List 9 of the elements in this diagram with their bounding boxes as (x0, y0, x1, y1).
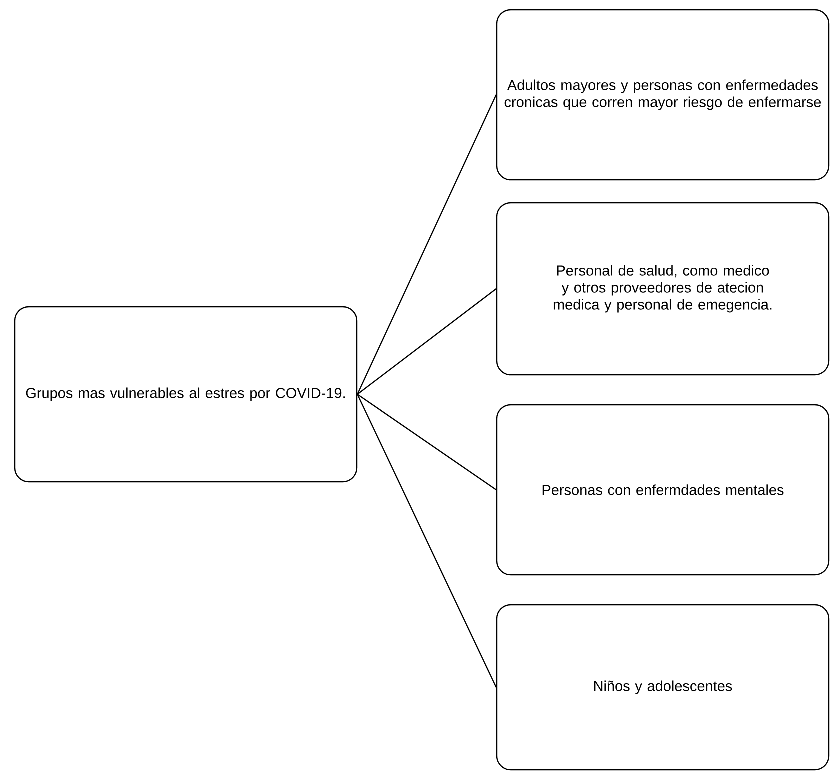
text-box: Niños y adolescentes (496, 604, 830, 771)
connector-line (357, 288, 497, 395)
text-box: Personal de salud, como medico y otros proveedores de atecion medica y personal de emegencia. (496, 202, 830, 376)
connector-line (357, 394, 497, 688)
text-box: Adultos mayores y personas con enfermedades cronicas que corren mayor riesgo de enfermarse (496, 9, 830, 181)
connector-line (357, 394, 497, 490)
connector-line (357, 94, 497, 395)
text-box: Grupos mas vulnerables al estres por COVID-19. (14, 306, 358, 483)
text-box: Personas con enfermdades mentales (496, 404, 830, 576)
